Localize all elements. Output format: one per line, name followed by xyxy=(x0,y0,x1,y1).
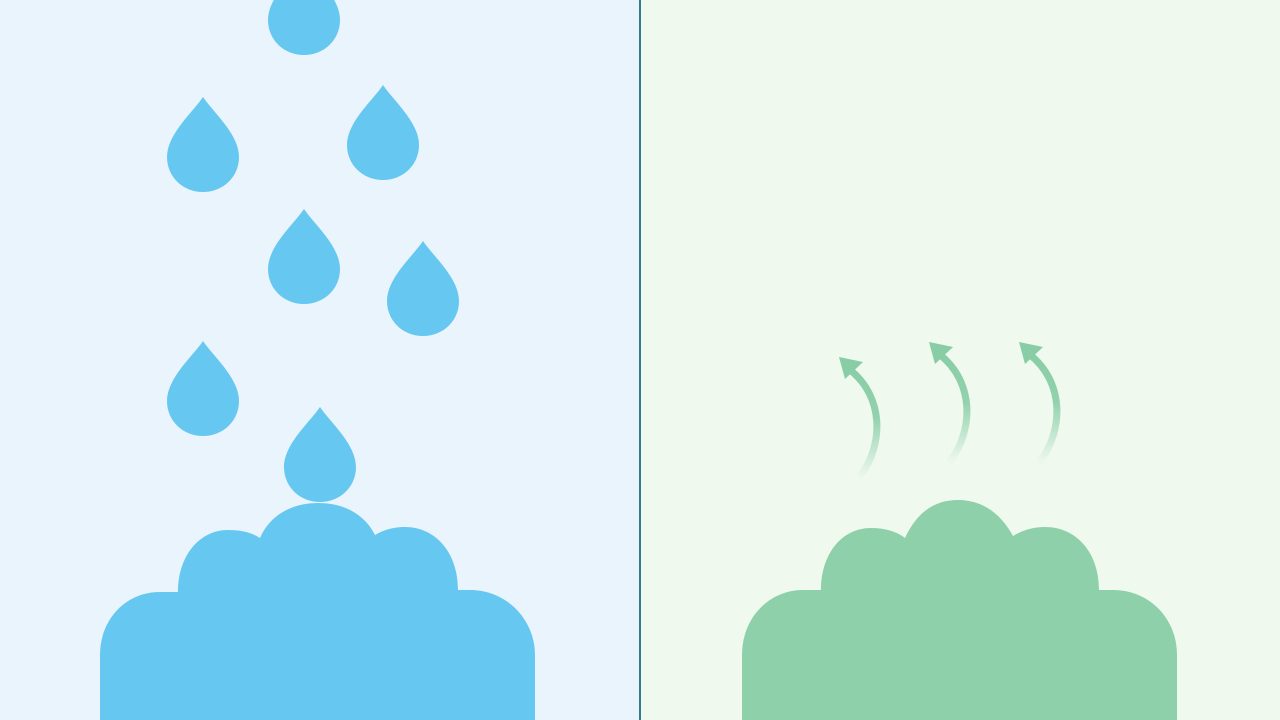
rain-panel xyxy=(0,0,639,720)
evaporation-drawing xyxy=(641,0,1280,720)
rising-arrow-icon xyxy=(929,342,971,464)
rising-arrow-icon xyxy=(1019,342,1061,464)
evaporation-panel xyxy=(641,0,1280,720)
rain-cloud-icon xyxy=(100,503,535,720)
rain-drawing xyxy=(0,0,639,720)
evaporation-cloud-icon xyxy=(742,500,1177,720)
rising-arrow-icon xyxy=(839,357,881,479)
panel-divider xyxy=(639,0,641,720)
